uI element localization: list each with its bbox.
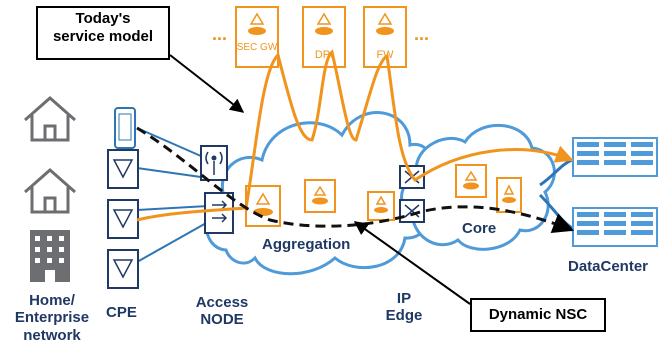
server-rack-icon <box>572 137 658 177</box>
modem-icon <box>107 249 139 289</box>
aggregation-appliance-icon <box>367 191 395 221</box>
aggregation-appliance-icon <box>245 185 281 227</box>
core-label: Core <box>462 220 497 237</box>
server-rack-icon <box>572 207 658 247</box>
modem-icon <box>107 149 139 189</box>
dynamic-nsc-path <box>136 126 574 234</box>
modem-icon <box>107 199 139 239</box>
sec-gw-label: SEC GW <box>237 42 278 53</box>
house-icon <box>24 168 76 214</box>
ellipsis-right: ... <box>414 24 429 44</box>
dynamic-nsc-arrow <box>353 221 471 305</box>
smartphone-icon <box>114 107 136 149</box>
core-appliance-icon <box>455 164 487 198</box>
cpe-links <box>136 127 211 263</box>
access-switch-icon <box>204 192 234 234</box>
building-icon <box>30 230 70 282</box>
access-node-label: Access NODE <box>195 294 249 329</box>
todays-model-arrow <box>169 54 245 113</box>
aggregation-appliance-icon <box>304 179 336 213</box>
datacenter-label: DataCenter <box>568 258 649 275</box>
house-icon <box>24 96 76 142</box>
todays-service-model-text: Today's service model <box>52 10 154 45</box>
ellipsis-left: ... <box>212 24 227 44</box>
todays-service-path <box>136 49 574 222</box>
sec-gw-box <box>235 6 279 68</box>
dynamic-nsc-callout: Dynamic NSC <box>470 298 606 332</box>
aggregation-label: Aggregation <box>262 236 351 253</box>
cpe-label: CPE <box>106 304 137 321</box>
antenna-icon <box>200 145 228 181</box>
ip-edge-label: IP Edge <box>385 290 423 325</box>
todays-service-model-callout: Today's service model <box>36 6 170 60</box>
core-appliance-icon <box>496 177 522 213</box>
dynamic-nsc-text: Dynamic NSC <box>488 306 588 323</box>
fw-label: FW <box>376 49 394 61</box>
home-enterprise-label: Home/ Enterprise network <box>14 292 90 344</box>
dpi-box <box>302 6 346 68</box>
router-icon <box>399 199 425 223</box>
